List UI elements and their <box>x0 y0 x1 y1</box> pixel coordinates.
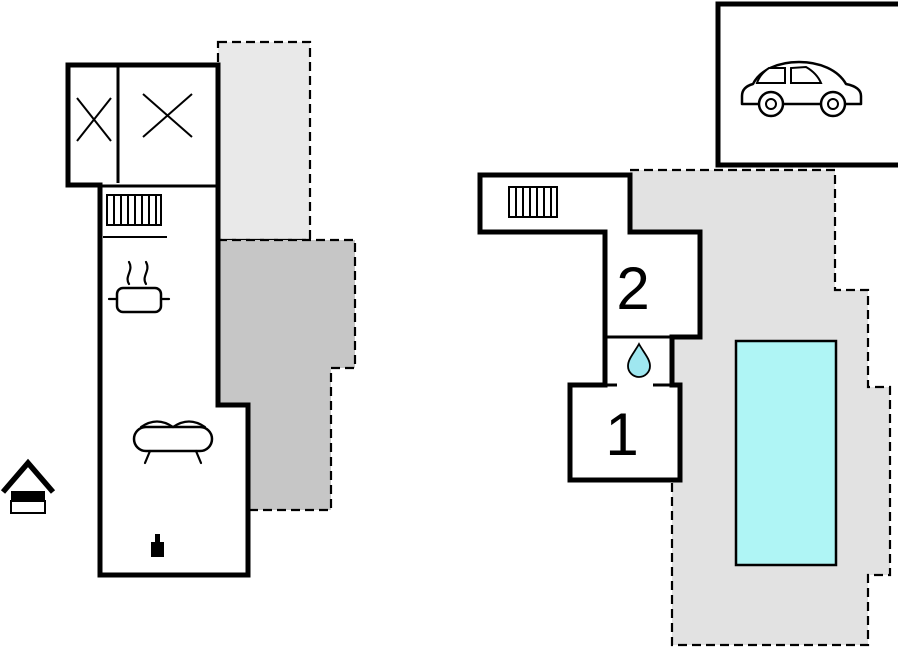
boiler-icon <box>151 534 164 557</box>
x-wardrobe-icon <box>142 93 193 138</box>
radiator-icon <box>106 194 162 226</box>
garage-walls <box>715 1 898 168</box>
room-2-label: 2 <box>616 255 649 322</box>
house-icon <box>0 458 56 514</box>
terrace-upper-left <box>216 40 312 242</box>
car-icon <box>740 60 863 118</box>
right-building-outline <box>477 172 703 483</box>
sofa-icon <box>132 420 214 465</box>
stove-pot-icon <box>107 260 171 314</box>
water-drop-icon <box>627 342 651 378</box>
room-1-label: 1 <box>605 401 638 468</box>
radiator-icon <box>508 186 558 218</box>
swimming-pool <box>734 339 838 567</box>
x-wardrobe-icon <box>76 97 112 142</box>
